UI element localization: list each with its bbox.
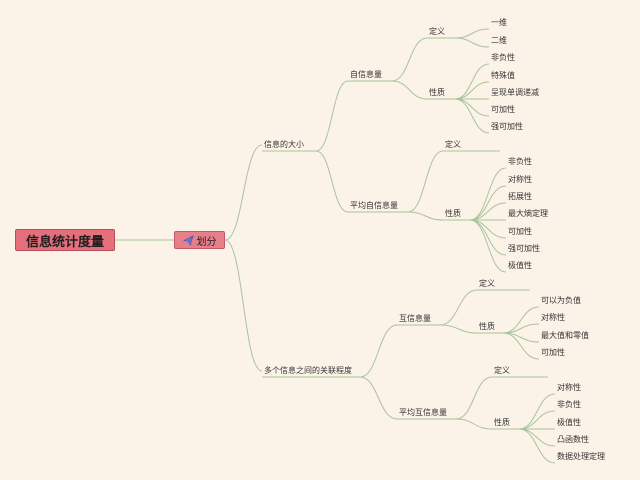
connector-line-30 (469, 219, 507, 239)
self-info-prop-item[interactable]: 非负性 (491, 53, 515, 62)
connector-line-5 (315, 150, 349, 213)
connector-line-17 (454, 81, 490, 100)
connector-line-50 (518, 428, 556, 447)
connector-line-28 (469, 202, 507, 221)
avg-self-info-prop-item[interactable]: 对称性 (508, 175, 532, 184)
avg-mutual-info-definition-label[interactable]: 定义 (494, 366, 510, 375)
division-node[interactable]: 划分 (174, 231, 225, 249)
root-node[interactable]: 信息统计度量 (15, 229, 115, 251)
connector-line-43 (455, 376, 493, 420)
root-label: 信息统计度量 (25, 234, 104, 250)
mutual-info-label[interactable]: 互信息量 (399, 314, 431, 323)
self-info-def-item[interactable]: 一维 (491, 18, 507, 27)
mutual-info-prop-item[interactable]: 对称性 (541, 313, 565, 322)
branch-size-label[interactable]: 信息的大小 (264, 140, 304, 149)
mutual-info-prop-item[interactable]: 最大值和零值 (541, 331, 589, 340)
mutual-info-prop-item[interactable]: 可加性 (541, 348, 565, 357)
connector-line-44 (455, 418, 493, 430)
avg-mutual-info-label[interactable]: 平均互信息量 (399, 408, 447, 417)
paper-plane-icon (182, 234, 194, 246)
avg-mutual-info-prop-item[interactable]: 非负性 (557, 400, 581, 409)
connector-line-19 (454, 98, 490, 117)
self-info-properties-label[interactable]: 性质 (429, 88, 445, 97)
mutual-info-prop-item[interactable]: 可以为负值 (541, 296, 581, 305)
self-info-definition-label[interactable]: 定义 (429, 27, 445, 36)
division-label: 划分 (196, 236, 217, 248)
connector-line-16 (454, 63, 490, 100)
connector-line-20 (454, 98, 490, 134)
connector-line-34 (439, 289, 478, 326)
avg-self-info-prop-item[interactable]: 非负性 (508, 157, 532, 166)
connector-line-27 (469, 185, 507, 221)
connector-line-23 (407, 211, 444, 221)
avg-mutual-info-prop-item[interactable]: 数据处理定理 (557, 452, 605, 461)
connector-line-35 (439, 324, 478, 334)
connector-line-8 (359, 376, 398, 420)
connector-line-10 (391, 37, 428, 82)
avg-mutual-info-prop-item[interactable]: 极值性 (557, 418, 581, 427)
connector-line-48 (518, 410, 556, 430)
self-info-def-item[interactable]: 二维 (491, 36, 507, 45)
avg-mutual-info-prop-item[interactable]: 凸函数性 (557, 435, 589, 444)
branch-relation-label[interactable]: 多个信息之间的关联程度 (264, 366, 352, 375)
connector-line-32 (469, 219, 507, 273)
avg-mutual-info-prop-item[interactable]: 对称性 (557, 383, 581, 392)
connector-line-26 (469, 167, 507, 221)
connector-line-51 (518, 428, 556, 464)
avg-self-info-definition-label[interactable]: 定义 (445, 140, 461, 149)
avg-self-info-properties-label[interactable]: 性质 (445, 209, 461, 218)
avg-self-info-label[interactable]: 平均自信息量 (350, 201, 398, 210)
avg-self-info-prop-item[interactable]: 最大熵定理 (508, 209, 548, 218)
connector-line-13 (454, 28, 490, 39)
connector-line-11 (391, 80, 428, 100)
self-info-prop-item[interactable]: 特殊值 (491, 71, 515, 80)
connector-line-47 (518, 393, 556, 430)
mutual-info-properties-label[interactable]: 性质 (479, 322, 495, 331)
avg-self-info-prop-item[interactable]: 极值性 (508, 261, 532, 270)
self-info-prop-item[interactable]: 强可加性 (491, 122, 523, 131)
connector-line-14 (454, 37, 490, 48)
mutual-info-definition-label[interactable]: 定义 (479, 279, 495, 288)
self-info-prop-item[interactable]: 呈现单调递减 (491, 88, 539, 97)
connector-line-2 (224, 239, 263, 372)
connector-line-1 (224, 144, 263, 241)
self-info-label[interactable]: 自信息量 (350, 70, 382, 79)
connector-line-22 (407, 150, 444, 213)
connector-line-4 (315, 80, 349, 152)
connector-line-38 (502, 306, 540, 334)
self-info-prop-item[interactable]: 可加性 (491, 105, 515, 114)
avg-mutual-info-properties-label[interactable]: 性质 (494, 418, 510, 427)
avg-self-info-prop-item[interactable]: 可加性 (508, 227, 532, 236)
avg-self-info-prop-item[interactable]: 拓展性 (508, 192, 532, 201)
avg-self-info-prop-item[interactable]: 强可加性 (508, 244, 540, 253)
connector-line-41 (502, 332, 540, 360)
connector-line-7 (359, 324, 398, 378)
